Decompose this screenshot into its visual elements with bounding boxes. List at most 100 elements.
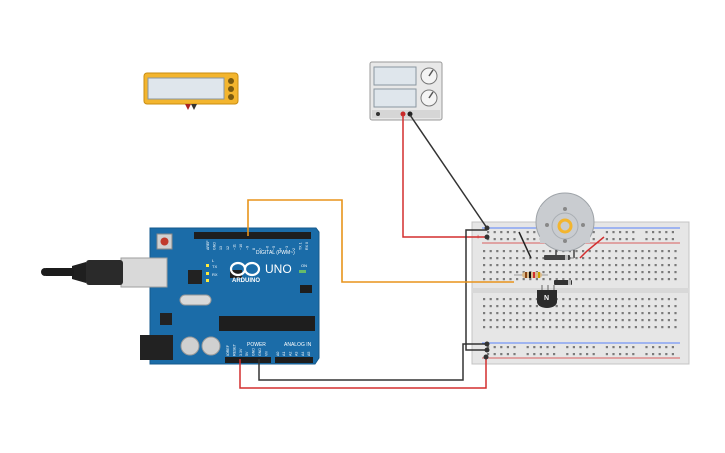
- breadboard-hole[interactable]: [645, 346, 648, 349]
- breadboard-hole[interactable]: [588, 278, 591, 281]
- breadboard-hole[interactable]: [652, 353, 655, 356]
- breadboard-hole[interactable]: [575, 264, 578, 267]
- breadboard-hole[interactable]: [658, 353, 661, 356]
- breadboard-hole[interactable]: [489, 271, 492, 274]
- breadboard-hole[interactable]: [605, 238, 608, 241]
- breadboard-hole[interactable]: [641, 278, 644, 281]
- breadboard-hole[interactable]: [592, 353, 595, 356]
- diode[interactable]: [544, 255, 574, 285]
- breadboard-hole[interactable]: [568, 312, 571, 315]
- breadboard-hole[interactable]: [549, 312, 552, 315]
- breadboard-hole[interactable]: [658, 238, 661, 241]
- breadboard-hole[interactable]: [608, 278, 611, 281]
- breadboard-hole[interactable]: [509, 250, 512, 253]
- breadboard-hole[interactable]: [496, 319, 499, 322]
- breadboard-hole[interactable]: [628, 257, 631, 260]
- breadboard-hole[interactable]: [582, 264, 585, 267]
- breadboard-hole[interactable]: [601, 326, 604, 329]
- breadboard-hole[interactable]: [509, 326, 512, 329]
- breadboard-hole[interactable]: [674, 257, 677, 260]
- breadboard-hole[interactable]: [502, 271, 505, 274]
- breadboard-hole[interactable]: [568, 298, 571, 301]
- breadboard-hole[interactable]: [555, 326, 558, 329]
- power-supply-positive-terminal[interactable]: [400, 111, 406, 117]
- breadboard-hole[interactable]: [575, 257, 578, 260]
- breadboard-hole[interactable]: [654, 264, 657, 267]
- breadboard-hole[interactable]: [535, 264, 538, 267]
- breadboard-hole[interactable]: [621, 250, 624, 253]
- breadboard-hole[interactable]: [674, 298, 677, 301]
- breadboard-hole[interactable]: [595, 278, 598, 281]
- breadboard-hole[interactable]: [632, 346, 635, 349]
- breadboard-hole[interactable]: [625, 353, 628, 356]
- breadboard-hole[interactable]: [608, 312, 611, 315]
- breadboard-hole[interactable]: [566, 353, 569, 356]
- breadboard-hole[interactable]: [667, 250, 670, 253]
- breadboard-hole[interactable]: [619, 353, 622, 356]
- breadboard-hole[interactable]: [516, 305, 519, 308]
- breadboard-hole[interactable]: [654, 305, 657, 308]
- breadboard-hole[interactable]: [634, 312, 637, 315]
- breadboard-hole[interactable]: [535, 298, 538, 301]
- arduino-uno[interactable]: UNO ARDUINO DIGITAL (PWM~) POWER ANALOG …: [41, 227, 320, 365]
- breadboard-hole[interactable]: [562, 319, 565, 322]
- breadboard-hole[interactable]: [661, 257, 664, 260]
- breadboard-hole[interactable]: [628, 278, 631, 281]
- breadboard-hole[interactable]: [674, 278, 677, 281]
- breadboard-hole[interactable]: [582, 326, 585, 329]
- breadboard-hole[interactable]: [516, 250, 519, 253]
- breadboard-hole[interactable]: [628, 264, 631, 267]
- breadboard-hole[interactable]: [634, 326, 637, 329]
- breadboard-hole[interactable]: [496, 305, 499, 308]
- breadboard-hole[interactable]: [555, 319, 558, 322]
- breadboard-hole[interactable]: [634, 319, 637, 322]
- breadboard-hole[interactable]: [671, 238, 674, 241]
- breadboard-hole[interactable]: [595, 319, 598, 322]
- breadboard-hole[interactable]: [648, 264, 651, 267]
- breadboard-hole[interactable]: [533, 238, 536, 241]
- breadboard-hole[interactable]: [601, 278, 604, 281]
- breadboard-hole[interactable]: [575, 305, 578, 308]
- breadboard-hole[interactable]: [621, 278, 624, 281]
- power-supply-negative-terminal[interactable]: [407, 111, 413, 117]
- breadboard-hole[interactable]: [516, 271, 519, 274]
- breadboard-hole[interactable]: [612, 346, 615, 349]
- breadboard-hole[interactable]: [542, 271, 545, 274]
- breadboard-hole[interactable]: [634, 264, 637, 267]
- breadboard-hole[interactable]: [588, 312, 591, 315]
- breadboard-hole[interactable]: [612, 353, 615, 356]
- breadboard-hole[interactable]: [489, 278, 492, 281]
- breadboard-hole[interactable]: [516, 257, 519, 260]
- breadboard-hole[interactable]: [582, 271, 585, 274]
- breadboard-hole[interactable]: [533, 353, 536, 356]
- breadboard-hole[interactable]: [648, 298, 651, 301]
- breadboard-hole[interactable]: [509, 264, 512, 267]
- breadboard-hole[interactable]: [489, 264, 492, 267]
- breadboard-hole[interactable]: [592, 238, 595, 241]
- breadboard-hole[interactable]: [595, 257, 598, 260]
- breadboard-hole[interactable]: [582, 257, 585, 260]
- breadboard-hole[interactable]: [582, 250, 585, 253]
- diode-2[interactable]: [554, 280, 572, 285]
- breadboard-hole[interactable]: [674, 271, 677, 274]
- breadboard-hole[interactable]: [615, 298, 618, 301]
- breadboard-hole[interactable]: [621, 257, 624, 260]
- breadboard-hole[interactable]: [555, 278, 558, 281]
- wire-supply-negative[interactable]: [409, 114, 488, 229]
- breadboard-hole[interactable]: [667, 326, 670, 329]
- breadboard-hole[interactable]: [483, 305, 486, 308]
- breadboard-hole[interactable]: [628, 298, 631, 301]
- breadboard-hole[interactable]: [625, 238, 628, 241]
- breadboard-hole[interactable]: [483, 264, 486, 267]
- breadboard-hole[interactable]: [483, 312, 486, 315]
- usb-port[interactable]: [120, 257, 168, 288]
- breadboard-hole[interactable]: [615, 326, 618, 329]
- breadboard-hole[interactable]: [674, 305, 677, 308]
- breadboard-hole[interactable]: [502, 305, 505, 308]
- breadboard-hole[interactable]: [542, 257, 545, 260]
- breadboard-hole[interactable]: [619, 231, 622, 234]
- resistor[interactable]: [514, 272, 548, 278]
- breadboard-hole[interactable]: [483, 271, 486, 274]
- breadboard-hole[interactable]: [535, 319, 538, 322]
- breadboard-hole[interactable]: [506, 238, 509, 241]
